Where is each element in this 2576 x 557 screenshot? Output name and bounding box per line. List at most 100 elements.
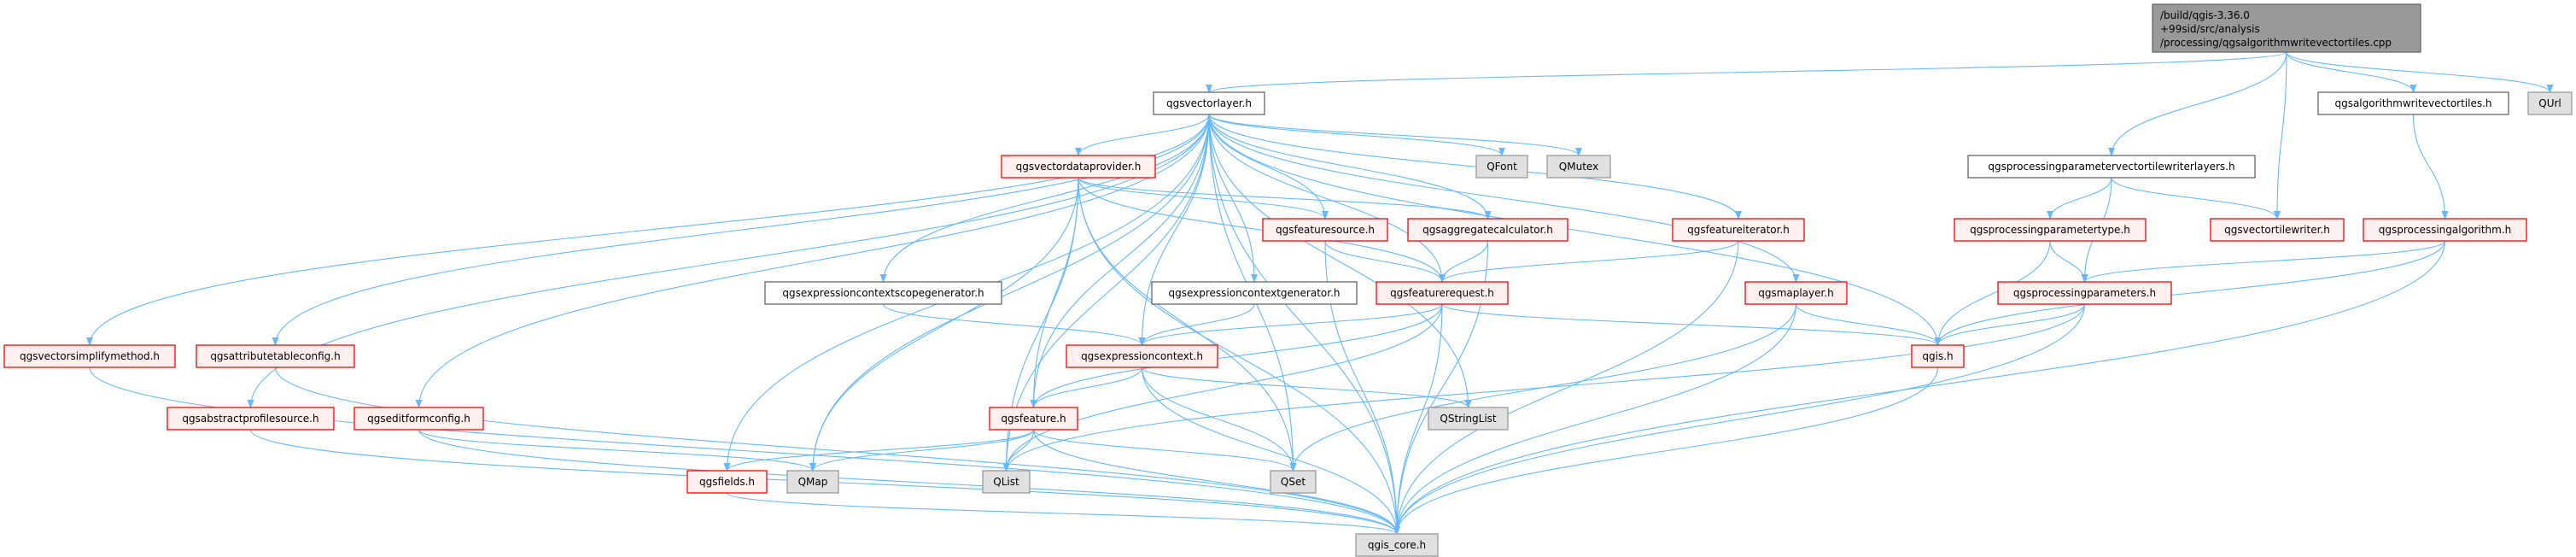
node-label: qgsprocessingparametertype.h — [1970, 224, 2130, 236]
node-qgsvectordataprovider[interactable]: qgsvectordataprovider.h — [1001, 155, 1156, 179]
node-qgsexpressioncontext[interactable]: qgsexpressioncontext.h — [1066, 344, 1218, 368]
node-qgsvectortilewriter[interactable]: qgsvectortilewriter.h — [2210, 218, 2345, 242]
edge-root-to-qurl — [2286, 51, 2554, 93]
node-qgsfeature[interactable]: qgsfeature.h — [989, 407, 1078, 431]
edge-ppvtwl-to-vtw — [2111, 177, 2281, 220]
node-label: QMutex — [1559, 161, 1598, 173]
edge-ppvtwl-to-pptype — [2047, 177, 2112, 220]
edge-freq-to-qlist — [1002, 303, 1443, 472]
node-label: qgsexpressioncontextscopegenerator.h — [782, 287, 984, 299]
edge-ecsg-to-ectx — [882, 303, 1146, 346]
node-qgsvectorlayer[interactable]: qgsvectorlayer.h — [1153, 91, 1265, 115]
node-label: QStringList — [1440, 413, 1497, 425]
node-qmap: QMap — [786, 470, 839, 494]
edge-feature-to-core — [1032, 429, 1400, 535]
edge-root-to-vtw — [2274, 51, 2287, 220]
edge-palg-to-core — [1393, 240, 2446, 535]
edge-vsm-to-core — [89, 366, 1400, 535]
node-label: qgsvectortilewriter.h — [2224, 224, 2330, 236]
node-label: QFont — [1487, 161, 1517, 173]
node-label: qgsvectorlayer.h — [1166, 97, 1252, 109]
node-qmutex: QMutex — [1546, 155, 1611, 179]
edge-vectorlayer-to-aggcalc — [1208, 114, 1492, 220]
node-qgsmaplayer[interactable]: qgsmaplayer.h — [1744, 281, 1848, 305]
node-label: qgsvectorsimplifymethod.h — [20, 350, 160, 362]
edge-feature-to-qset — [1032, 429, 1297, 472]
edge-root-to-ppvtwl — [2108, 51, 2287, 156]
edge-algwvt-to-palg — [2412, 114, 2449, 220]
node-label: qgsattributetableconfig.h — [210, 350, 340, 362]
node-label: qgsfeature.h — [1001, 413, 1066, 425]
node-qgsattributetableconfig[interactable]: qgsattributetableconfig.h — [196, 344, 355, 368]
edge-vectorlayer-to-feature — [1030, 114, 1210, 408]
edge-atc-to-core — [274, 366, 1400, 535]
edge-maplayer-to-core — [1393, 303, 1797, 535]
edge-vectorlayer-to-ecg — [1208, 114, 1258, 283]
edge-vectorlayer-to-qfont — [1208, 114, 1505, 156]
edge-pptype-to-qgish — [1934, 240, 2051, 346]
edge-vectorlayer-to-qmutex — [1208, 114, 1582, 156]
node-qgsfields[interactable]: qgsfields.h — [686, 470, 768, 494]
edge-vdp-to-freq — [1078, 177, 1446, 283]
node-qgsaggregatecalculator[interactable]: qgsaggregatecalculator.h — [1407, 218, 1568, 242]
node-label: qgsmaplayer.h — [1758, 287, 1834, 299]
edge-efc-to-qmap — [418, 429, 816, 472]
edge-vectorlayer-to-fiter — [1208, 114, 1742, 220]
edge-freq-to-qgish — [1441, 303, 1942, 346]
node-label: qgsalgorithmwritevectortiles.h — [2334, 97, 2491, 109]
edge-ectx-to-feature — [1030, 366, 1143, 408]
node-qgsvectorsimplifymethod[interactable]: qgsvectorsimplifymethod.h — [3, 344, 176, 368]
node-label: qgseditformconfig.h — [367, 413, 470, 425]
root-line-3: /processing/qgsalgorithmwritevectortiles… — [2160, 37, 2392, 49]
node-qgsfeaturesource[interactable]: qgsfeaturesource.h — [1262, 218, 1388, 242]
edge-root-to-vectorlayer — [1206, 51, 2287, 93]
node-qgsprocessingalgorithm[interactable]: qgsprocessingalgorithm.h — [2363, 218, 2527, 242]
node-qgsexpressioncontextgenerator[interactable]: qgsexpressioncontextgenerator.h — [1151, 281, 1358, 305]
edges-layer — [86, 51, 2554, 535]
edge-maplayer-to-qset — [1289, 303, 1797, 472]
node-qgsalgorithmwritevectortiles[interactable]: qgsalgorithmwritevectortiles.h — [2317, 91, 2509, 115]
edge-vdp-to-aggcalc — [1078, 177, 1492, 220]
node-qgis-h[interactable]: qgis.h — [1911, 344, 1965, 368]
node-label: QMap — [798, 476, 828, 488]
node-qgsfeaturerequest[interactable]: qgsfeaturerequest.h — [1376, 281, 1509, 305]
node-qgsexpressioncontextscopegenerator[interactable]: qgsexpressioncontextscopegenerator.h — [764, 281, 1002, 305]
node-qgsfeatureiterator[interactable]: qgsfeatureiterator.h — [1672, 218, 1805, 242]
root-line-1: /build/qgis-3.36.0 — [2160, 9, 2250, 21]
edge-maplayer-to-qgish — [1795, 303, 1942, 346]
node-label: qgis_core.h — [1368, 539, 1426, 551]
node-qgsprocessingparameters[interactable]: qgsprocessingparameters.h — [1997, 281, 2172, 305]
node-label: qgsfeaturesource.h — [1276, 224, 1375, 236]
edge-vectorlayer-to-ectx — [1138, 114, 1210, 346]
edge-vectorlayer-to-freq — [1208, 114, 1446, 283]
edge-palg-to-qgish — [1934, 240, 2446, 346]
node-qgis-core: qgis_core.h — [1355, 533, 1439, 557]
edge-vdp-to-core — [1078, 177, 1400, 535]
edge-ecg-to-ectx — [1138, 303, 1255, 346]
node-label: QSet — [1281, 476, 1306, 488]
node-qfont: QFont — [1475, 155, 1528, 179]
edge-vectorlayer-to-efc — [415, 114, 1210, 408]
node-label: QUrl — [2538, 97, 2561, 109]
node-qgsprocessingparametertype[interactable]: qgsprocessingparametertype.h — [1954, 218, 2147, 242]
node-root-source-file[interactable]: /build/qgis-3.36.0 +99sid/src/analysis /… — [2152, 3, 2421, 53]
node-qgsprocessingparametervectortilewriterlayers[interactable]: qgsprocessingparametervectortilewriterla… — [1967, 155, 2256, 179]
edge-palg-to-pparams — [2081, 240, 2446, 283]
edge-fiter-to-core — [1393, 240, 1739, 535]
edge-pptype-to-pparams — [2049, 240, 2088, 283]
edge-aggcalc-to-freq — [1439, 240, 1489, 283]
node-label: qgsprocessingalgorithm.h — [2379, 224, 2512, 236]
edge-vectorlayer-to-fsource — [1208, 114, 1329, 220]
node-qgsabstractprofilesource[interactable]: qgsabstractprofilesource.h — [166, 407, 335, 431]
node-label: qgsprocessingparametervectortilewriterla… — [1988, 161, 2234, 173]
edge-vdp-to-feature — [1030, 177, 1079, 408]
edge-efc-to-core — [418, 429, 1400, 535]
edge-vdp-to-qmap — [809, 177, 1079, 472]
edge-fiter-to-freq — [1439, 240, 1739, 283]
node-qgseditformconfig[interactable]: qgseditformconfig.h — [353, 407, 484, 431]
node-label: qgsprocessingparameters.h — [2013, 287, 2156, 299]
node-label: qgsexpressioncontextgenerator.h — [1168, 287, 1340, 299]
edge-fields-to-core — [726, 492, 1400, 535]
node-label: qgis.h — [1922, 350, 1953, 362]
